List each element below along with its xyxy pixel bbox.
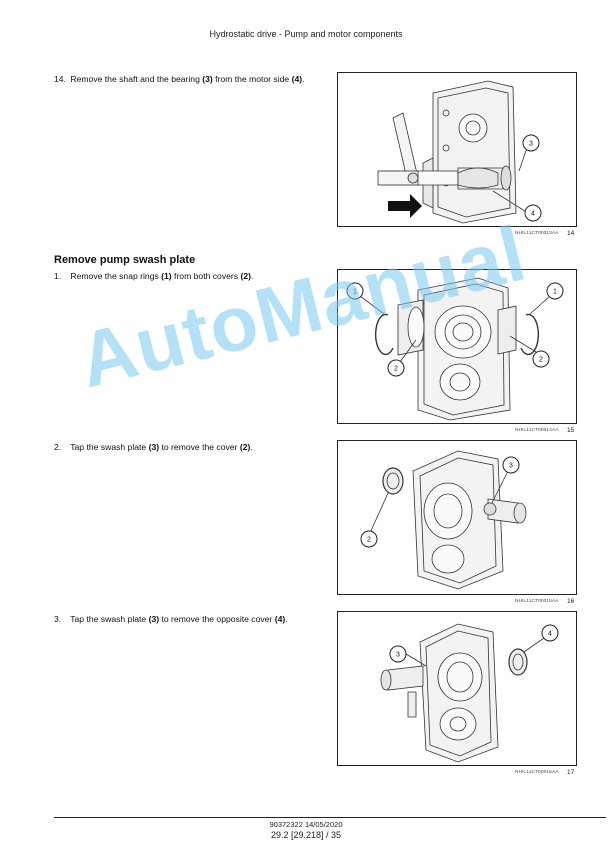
svg-text:4: 4 [548, 631, 552, 638]
svg-text:2: 2 [394, 366, 398, 373]
figure-number: 14 [567, 230, 575, 237]
figure-caption: NHIL11CT00013AA [515, 231, 559, 236]
remove-cover-illustration: 3 2 [360, 450, 527, 590]
svg-text:1: 1 [353, 289, 357, 296]
remove-opposite-cover-illustration: 3 4 [380, 623, 559, 763]
figure-caption: NHIL11CT00015AA [515, 599, 559, 604]
svg-text:2: 2 [539, 357, 543, 364]
step-text: Tap the swash plate (3) to remove the op… [70, 614, 288, 624]
step-number: 3. [54, 614, 62, 624]
svg-text:3: 3 [509, 463, 513, 470]
figure-16: 3 2 [337, 440, 577, 595]
figure-caption: NHIL11CT00014AA [515, 428, 559, 433]
step-3: 3. Tap the swash plate (3) to remove the… [54, 613, 319, 625]
section-title: Remove pump swash plate [54, 254, 196, 266]
footer-doc-number: 90372322 14/05/2020 [269, 820, 343, 829]
step-1: 1. Remove the snap rings (1) from both c… [54, 270, 319, 282]
figure-15: 1 1 2 2 [337, 269, 577, 424]
svg-text:2: 2 [367, 537, 371, 544]
pump-shaft-illustration: 3 4 [377, 80, 542, 224]
step-number: 14. [54, 74, 66, 84]
step-text: Remove the snap rings (1) from both cove… [70, 271, 254, 281]
figure-number: 17 [567, 769, 575, 776]
step-text: Remove the shaft and the bearing (3) fro… [70, 74, 305, 84]
step-14: 14. Remove the shaft and the bearing (3)… [54, 73, 319, 85]
footer-page-number: 29.2 [29.218] / 35 [270, 830, 342, 840]
figure-number: 16 [567, 598, 575, 605]
figure-number: 15 [567, 427, 575, 434]
snap-rings-illustration: 1 1 2 2 [346, 277, 564, 421]
figure-caption: NHIL11CT00016AA [515, 770, 559, 775]
svg-text:3: 3 [396, 652, 400, 659]
step-text: Tap the swash plate (3) to remove the co… [70, 442, 253, 452]
step-number: 2. [54, 442, 62, 452]
step-2: 2. Tap the swash plate (3) to remove the… [54, 441, 319, 453]
figure-17: 3 4 [337, 611, 577, 766]
svg-text:1: 1 [553, 289, 557, 296]
page-header: Hydrostatic drive - Pump and motor compo… [209, 29, 403, 39]
svg-text:3: 3 [529, 141, 533, 148]
figure-14: 3 4 [337, 72, 577, 227]
footer-divider [54, 817, 606, 818]
direction-arrow-icon [388, 194, 422, 218]
svg-text:4: 4 [531, 211, 535, 218]
step-number: 1. [54, 271, 62, 281]
